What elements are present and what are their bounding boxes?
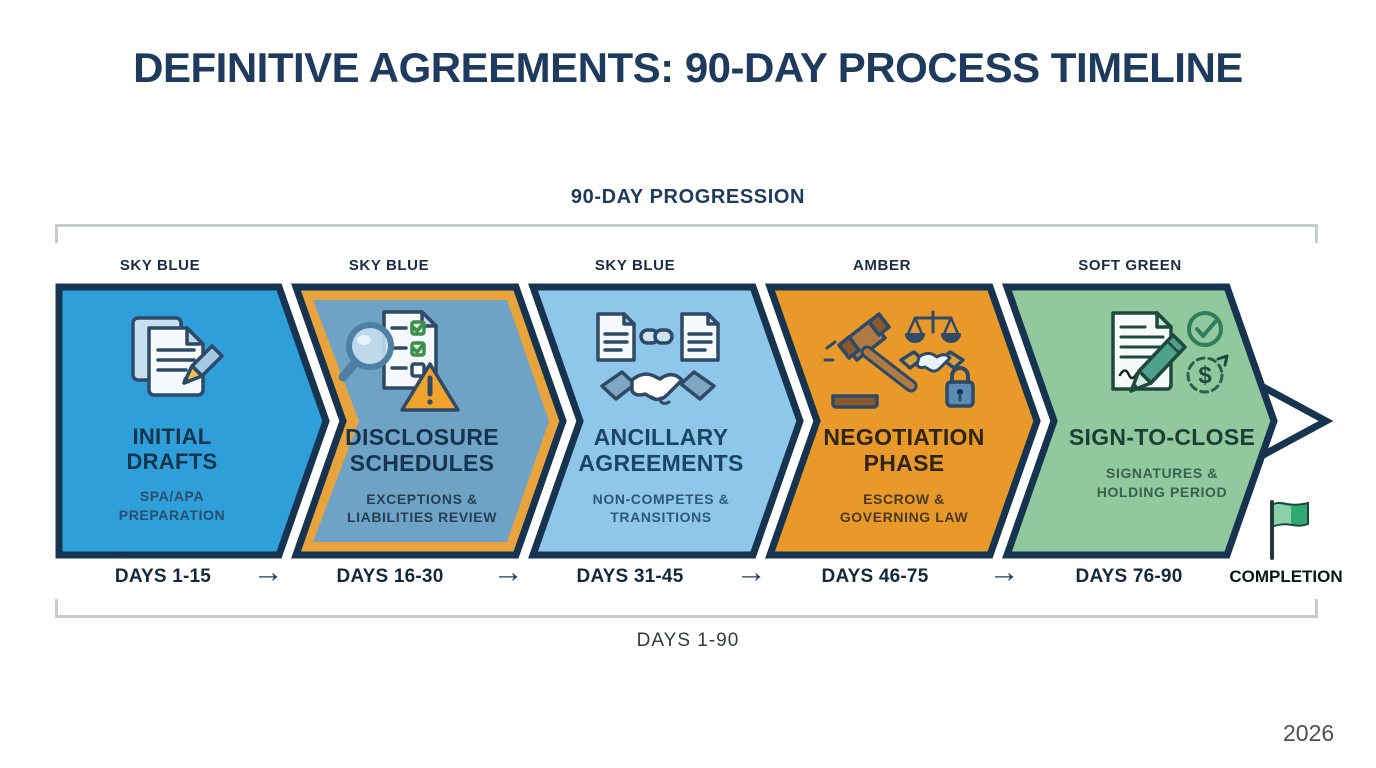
days-span-label: DAYS 1-90 bbox=[636, 630, 740, 651]
phase-3-subtitle: NON-COMPETES & TRANSITIONS bbox=[592, 490, 730, 526]
phase-2-color-label: SKY BLUE bbox=[348, 257, 430, 274]
phase-5-text: SIGN-TO-CLOSE SIGNATURES & HOLDING PERIO… bbox=[1052, 424, 1272, 502]
phase-4-color-label: AMBER bbox=[853, 257, 911, 274]
phase-1-subtitle: SPA/APA PREPARATION bbox=[118, 488, 226, 524]
phase-3-title: ANCILLARY AGREEMENTS bbox=[578, 424, 744, 476]
arrow-right-icon: → bbox=[252, 554, 284, 589]
phase-2-days: DAYS 16-30 bbox=[336, 566, 444, 587]
phase-5-shape bbox=[1002, 283, 1278, 559]
phase-1-shape bbox=[55, 283, 330, 559]
phase-2-text: DISCLOSURE SCHEDULES EXCEPTIONS & LIABIL… bbox=[332, 424, 512, 527]
documents-pencil-icon bbox=[113, 310, 231, 423]
phase-5-color-label: SOFT GREEN bbox=[1078, 257, 1182, 274]
flag-icon bbox=[1262, 498, 1314, 567]
phase-4-text: NEGOTIATION PHASE ESCROW & GOVERNING LAW bbox=[812, 424, 997, 527]
completion-label: COMPLETION bbox=[1229, 567, 1343, 586]
arrow-right-icon: → bbox=[988, 554, 1020, 589]
phase-4-subtitle: ESCROW & GOVERNING LAW bbox=[839, 490, 969, 526]
phase-3-text: ANCILLARY AGREEMENTS NON-COMPETES & TRAN… bbox=[569, 424, 754, 527]
svg-text:$: $ bbox=[1198, 362, 1212, 389]
phase-1-text: INITIAL DRAFTS SPA/APA PREPARATION bbox=[112, 424, 232, 525]
linked-documents-handshake-icon bbox=[588, 310, 728, 423]
phase-4-days: DAYS 46-75 bbox=[821, 566, 929, 587]
phase-4-title: NEGOTIATION PHASE bbox=[823, 424, 985, 476]
gavel-scales-lock-icon bbox=[815, 308, 975, 421]
phase-3-days: DAYS 31-45 bbox=[576, 566, 684, 587]
magnifier-checklist-warning-icon bbox=[338, 306, 466, 423]
phase-5-subtitle: SIGNATURES & HOLDING PERIOD bbox=[1096, 464, 1228, 500]
phase-1-color-label: SKY BLUE bbox=[119, 257, 201, 274]
phase-2-subtitle: EXCEPTIONS & LIABILITIES REVIEW bbox=[346, 490, 498, 526]
phase-1-title: INITIAL DRAFTS bbox=[126, 424, 218, 474]
contract-pen-check-icon: $ bbox=[1087, 307, 1233, 420]
phase-5-days: DAYS 76-90 bbox=[1075, 566, 1183, 587]
progression-heading: 90-DAY PROGRESSION bbox=[570, 186, 806, 208]
days-span-bracket bbox=[55, 599, 1318, 618]
progression-bracket bbox=[55, 224, 1318, 243]
timeline-chevrons bbox=[55, 283, 1334, 559]
phase-1-days: DAYS 1-15 bbox=[114, 566, 212, 587]
phase-4-shape bbox=[765, 283, 1041, 559]
phase-2-title: DISCLOSURE SCHEDULES bbox=[345, 424, 499, 476]
page-title: DEFINITIVE AGREEMENTS: 90-DAY PROCESS TI… bbox=[133, 44, 1243, 91]
arrow-right-icon: → bbox=[735, 554, 767, 589]
year-label: 2026 bbox=[1283, 720, 1335, 746]
arrow-right-icon: → bbox=[492, 554, 524, 589]
phase-5-title: SIGN-TO-CLOSE bbox=[1068, 424, 1256, 450]
phase-3-color-label: SKY BLUE bbox=[594, 257, 676, 274]
